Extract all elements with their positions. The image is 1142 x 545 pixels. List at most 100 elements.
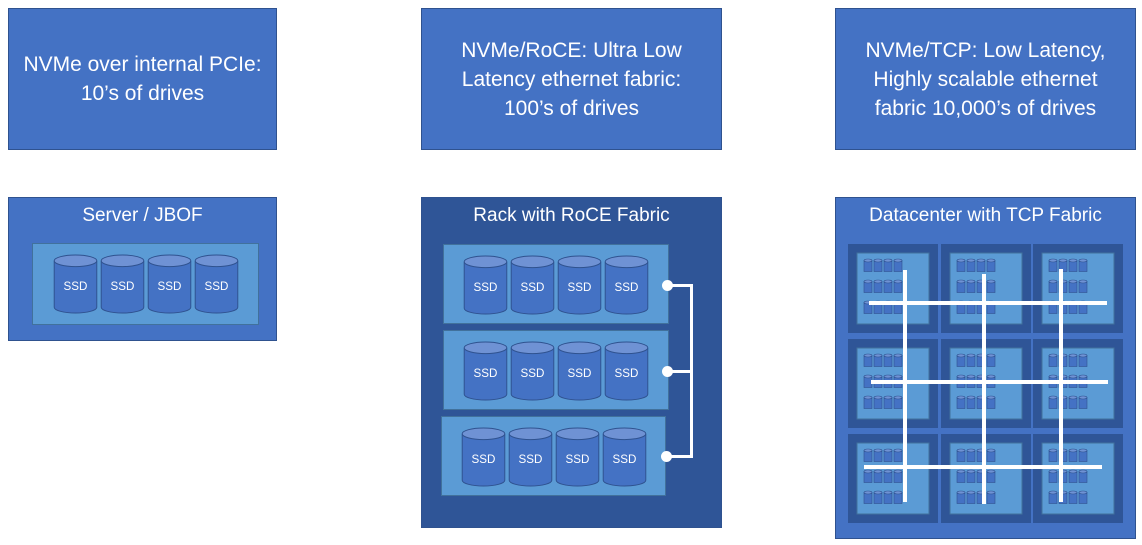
- ssd-drive-icon: SSD: [463, 255, 508, 315]
- ssd-label: SSD: [615, 281, 639, 294]
- mini-ssd-icon: [976, 258, 986, 272]
- mini-ssd-icon: [1078, 395, 1088, 409]
- datacenter-panel: Datacenter with TCP Fabric: [835, 197, 1136, 539]
- mini-ssd-icon: [1078, 469, 1088, 483]
- ssd-drive-icon: SSD: [557, 341, 602, 401]
- ssd-drive-icon: SSD: [100, 254, 145, 314]
- roce-port-3: [661, 451, 672, 462]
- mini-ssd-icon: [966, 490, 976, 504]
- ssd-label: SSD: [521, 367, 545, 380]
- roce-port-1: [662, 280, 673, 291]
- rack-shelf-3: SSD SSD SSD SSD: [441, 416, 666, 496]
- mini-ssd-icon: [873, 258, 883, 272]
- mini-ssd-icon: [966, 353, 976, 367]
- mini-ssd-icon: [863, 353, 873, 367]
- ssd-drive-icon: SSD: [194, 254, 239, 314]
- tcp-fabric-vertical-3: [1059, 269, 1063, 502]
- mini-ssd-icon: [863, 279, 873, 293]
- ssd-drive-icon: SSD: [604, 341, 649, 401]
- mini-ssd-icon: [873, 448, 883, 462]
- mini-ssd-icon: [883, 448, 893, 462]
- ssd-drive-icon: SSD: [555, 427, 600, 487]
- mini-ssd-icon: [966, 395, 976, 409]
- mini-ssd-icon: [986, 469, 996, 483]
- datacenter-rack-grid: [836, 198, 1137, 540]
- mini-ssd-icon: [956, 490, 966, 504]
- mini-ssd-icon: [1068, 279, 1078, 293]
- mini-ssd-icon: [956, 448, 966, 462]
- mini-ssd-icon: [1068, 353, 1078, 367]
- mini-ssd-icon: [1068, 395, 1078, 409]
- ssd-drive-icon: SSD: [510, 255, 555, 315]
- ssd-drive-icon: SSD: [510, 341, 555, 401]
- datacenter-diagram: [848, 244, 1123, 523]
- mini-ssd-icon: [893, 448, 903, 462]
- mini-ssd-icon: [1048, 279, 1058, 293]
- mini-ssd-icon: [893, 490, 903, 504]
- ssd-label: SSD: [474, 281, 498, 294]
- ssd-label: SSD: [568, 367, 592, 380]
- mini-ssd-icon: [883, 395, 893, 409]
- mini-ssd-icon: [883, 258, 893, 272]
- rack-shelf-1: SSD SSD SSD SSD: [443, 244, 669, 324]
- mini-ssd-icon: [1048, 448, 1058, 462]
- roce-switch-line: [690, 284, 693, 458]
- rack-shelf-2: SSD SSD SSD SSD: [443, 330, 669, 410]
- tcp-fabric-vertical-2: [982, 274, 986, 504]
- mini-ssd-icon: [1078, 490, 1088, 504]
- ssd-drive-icon: SSD: [602, 427, 647, 487]
- mini-ssd-icon: [986, 395, 996, 409]
- roce-link-1: [672, 284, 693, 287]
- roce-link-2: [672, 370, 693, 373]
- mini-ssd-icon: [1048, 353, 1058, 367]
- mini-ssd-icon: [863, 490, 873, 504]
- mini-ssd-icon: [1048, 490, 1058, 504]
- mini-ssd-icon: [1048, 469, 1058, 483]
- mini-ssd-icon: [986, 490, 996, 504]
- ssd-drive-icon: SSD: [508, 427, 553, 487]
- ssd-label: SSD: [519, 453, 543, 466]
- mini-ssd-icon: [873, 279, 883, 293]
- ssd-label: SSD: [566, 453, 590, 466]
- ssd-label: SSD: [158, 280, 182, 293]
- mini-ssd-icon: [1058, 258, 1068, 272]
- roce-port-2: [662, 366, 673, 377]
- mini-ssd-icon: [1048, 258, 1058, 272]
- ssd-label: SSD: [568, 281, 592, 294]
- ssd-drive-icon: SSD: [463, 341, 508, 401]
- mini-ssd-icon: [966, 448, 976, 462]
- mini-ssd-icon: [1078, 353, 1088, 367]
- ssd-label: SSD: [615, 367, 639, 380]
- ssd-drive-icon: SSD: [53, 254, 98, 314]
- mini-ssd-icon: [986, 448, 996, 462]
- mini-ssd-icon: [956, 469, 966, 483]
- roce-link-3: [671, 455, 693, 458]
- mini-ssd-icon: [986, 353, 996, 367]
- server-jbof-title: Server / JBOF: [82, 205, 203, 226]
- mini-ssd-icon: [893, 469, 903, 483]
- ssd-drive-icon: SSD: [147, 254, 192, 314]
- ssd-label: SSD: [472, 453, 496, 466]
- mini-ssd-icon: [893, 395, 903, 409]
- tcp-fabric-vertical-1: [903, 270, 907, 502]
- tcp-fabric-horizontal-2: [871, 380, 1108, 384]
- mini-ssd-icon: [1078, 448, 1088, 462]
- mini-ssd-icon: [956, 279, 966, 293]
- datacenter-title: Datacenter with TCP Fabric: [869, 205, 1102, 226]
- mini-ssd-icon: [1068, 258, 1078, 272]
- tcp-fabric-horizontal-1: [869, 301, 1107, 305]
- mini-ssd-icon: [1068, 469, 1078, 483]
- mini-ssd-icon: [863, 258, 873, 272]
- ssd-label: SSD: [613, 453, 637, 466]
- mini-ssd-icon: [863, 469, 873, 483]
- mini-ssd-icon: [893, 279, 903, 293]
- ssd-label: SSD: [521, 281, 545, 294]
- mini-ssd-icon: [956, 258, 966, 272]
- ssd-drive-icon: SSD: [604, 255, 649, 315]
- mini-ssd-icon: [986, 258, 996, 272]
- mini-ssd-icon: [873, 353, 883, 367]
- mini-ssd-icon: [1068, 448, 1078, 462]
